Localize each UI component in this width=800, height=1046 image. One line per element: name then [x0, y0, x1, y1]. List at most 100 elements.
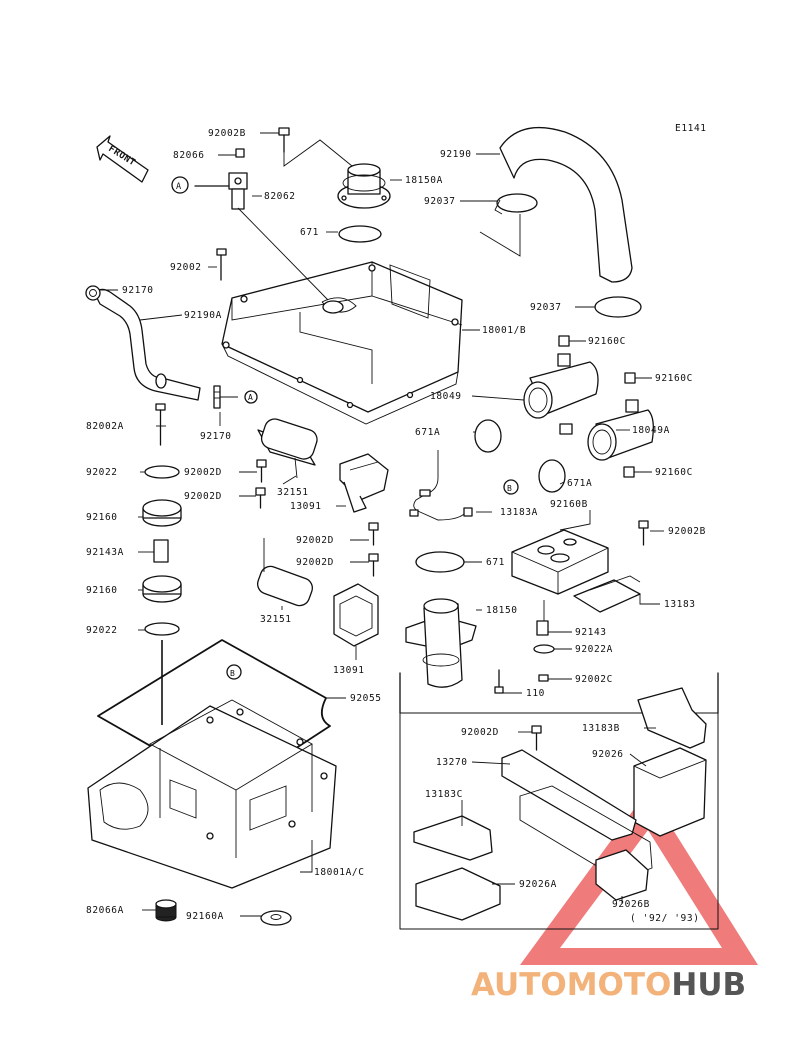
inset-panel — [399, 712, 719, 930]
hose-92190 — [499, 126, 633, 283]
clamp-92037 — [594, 296, 642, 318]
bolt-92002d-4 — [368, 553, 379, 577]
label-92002b-top: 92002B — [208, 128, 246, 139]
bracket-13270 — [501, 749, 637, 841]
label-92022: 92022 — [86, 467, 118, 478]
intake-boot-18150 — [405, 598, 477, 688]
bolt-92002d-5 — [531, 725, 542, 751]
label-671a-2: 671A — [567, 478, 592, 489]
callout-b-marker — [503, 479, 519, 495]
label-92002d-5: 92002D — [461, 727, 499, 738]
resistor-32151-2 — [257, 538, 313, 607]
damper-92160-2 — [142, 575, 182, 603]
washer-92022-2 — [144, 622, 180, 636]
cover-13183c — [413, 815, 493, 861]
label-13183: 13183 — [664, 599, 696, 610]
washer-92022a — [533, 644, 555, 654]
label-92026b: 92026B — [612, 899, 650, 910]
label-92002: 92002 — [170, 262, 202, 273]
label-32151-2: 32151 — [260, 614, 292, 625]
clamp-92170 — [213, 385, 221, 409]
label-110: 110 — [526, 688, 545, 699]
bolt-92002b — [638, 520, 649, 546]
clamp-92037-top — [496, 193, 538, 213]
callout-b-letter-2: B — [230, 669, 235, 678]
label-92160b: 92160B — [550, 499, 588, 510]
wire-harness-13183a — [409, 450, 473, 521]
damper-92160 — [142, 499, 182, 527]
damper-92026 — [633, 747, 707, 837]
label-18150a: 18150A — [405, 175, 443, 186]
washer-92022 — [144, 465, 180, 479]
label-92143a: 92143A — [86, 547, 124, 558]
breather-hose-92190a — [85, 285, 201, 401]
watermark-text-hub: HUB — [671, 967, 746, 1003]
label-92055: 92055 — [350, 693, 382, 704]
bracket-13091 — [339, 453, 389, 513]
o-ring-671a-2 — [538, 459, 566, 493]
label-13183c: 13183C — [425, 789, 463, 800]
label-671-top: 671 — [300, 227, 319, 238]
label-18049: 18049 — [430, 391, 462, 402]
cover-13183b — [637, 687, 707, 749]
cap-92160c-3 — [623, 466, 635, 478]
callout-a-marker — [171, 176, 189, 194]
callout-a-marker-2 — [244, 390, 258, 404]
label-92026a: 92026A — [519, 879, 557, 890]
label-18001ac: 18001A/C — [314, 867, 365, 878]
label-92002d-3: 92002D — [296, 535, 334, 546]
label-13183a: 13183A — [500, 507, 538, 518]
label-92160c-2: 92160C — [655, 373, 693, 384]
front-arrow: FRONT — [96, 135, 149, 183]
collar-92143a — [153, 539, 169, 563]
watermark-logo: AUTOMOTOHUB — [471, 790, 758, 1003]
damper-block-92160b — [511, 529, 609, 595]
bolt-82002a — [155, 403, 166, 446]
collar-92143 — [536, 620, 549, 636]
label-92037: 92037 — [530, 302, 562, 313]
plug-82066a — [155, 899, 177, 922]
label-82066a: 82066A — [86, 905, 124, 916]
label-13091: 13091 — [290, 501, 322, 512]
label-92160: 92160 — [86, 512, 118, 523]
intake-tube-18049 — [523, 353, 599, 435]
label-13183b: 13183B — [582, 723, 620, 734]
label-92022a: 92022A — [575, 644, 613, 655]
label-92002d-2: 92002D — [184, 491, 222, 502]
label-92160-2: 92160 — [86, 585, 118, 596]
cap-92160c-1 — [558, 335, 570, 347]
label-92037-top: 92037 — [424, 196, 456, 207]
label-92160c-1: 92160C — [588, 336, 626, 347]
intake-boot-18150a — [337, 163, 391, 209]
label-82002a: 82002A — [86, 421, 124, 432]
label-671: 671 — [486, 557, 505, 568]
label-92160a: 92160A — [186, 911, 224, 922]
label-92190: 92190 — [440, 149, 472, 160]
diagram-code: E1141 — [675, 123, 707, 134]
label-13270: 13270 — [436, 757, 468, 768]
label-32151: 32151 — [277, 487, 309, 498]
damper-92026a — [415, 867, 501, 921]
label-18001b: 18001/B — [482, 325, 526, 336]
bolt-92002 — [216, 248, 227, 281]
o-ring-671-top — [338, 225, 382, 243]
callout-a-letter-2: A — [248, 393, 253, 402]
o-ring-671 — [415, 551, 465, 573]
bolt-92002d-2 — [255, 487, 266, 509]
label-92002d-4: 92002D — [296, 557, 334, 568]
label-92170: 92170 — [122, 285, 154, 296]
watermark-text-automoto: AUTOMOTO — [471, 967, 671, 1003]
watermark-triangle — [520, 790, 758, 965]
label-13091-2: 13091 — [333, 665, 365, 676]
bolt-92002d-3 — [368, 522, 379, 546]
cap-92160c-2 — [624, 372, 636, 384]
label-92190a: 92190A — [184, 310, 222, 321]
label-92002b: 92002B — [668, 526, 706, 537]
label-82062: 82062 — [264, 191, 296, 202]
bolt-92002d-1 — [256, 459, 267, 483]
bracket-13091-2 — [333, 583, 379, 647]
air-cleaner-cover-18001b — [221, 261, 463, 425]
label-18150: 18150 — [486, 605, 518, 616]
callout-b-marker-2 — [226, 664, 242, 680]
